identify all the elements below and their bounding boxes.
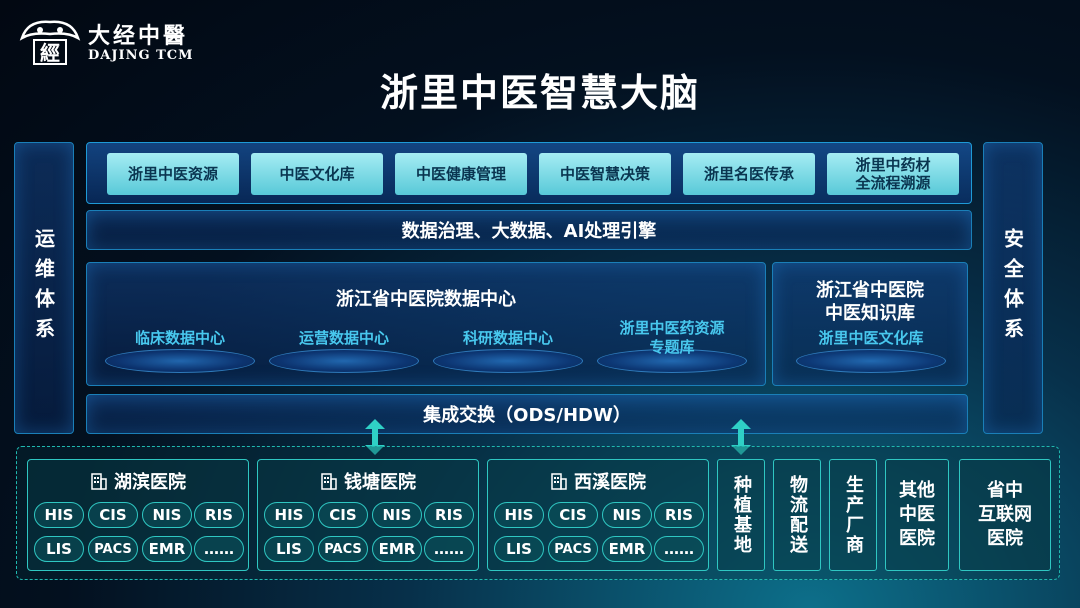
data-center-title: 浙江省中医院数据中心 [336,289,516,310]
system-pill: LIS [494,536,544,562]
hospital-card: 西溪医院 HIS CIS NIS RIS LIS PACS EMR …… [487,459,709,571]
system-pill: LIS [264,536,314,562]
ops-system-label: 运维体系 [31,228,56,348]
hospital-name: 钱塘医院 [344,472,416,493]
data-disc [269,349,419,373]
hospital-card: 钱塘医院 HIS CIS NIS RIS LIS PACS EMR …… [257,459,479,571]
hospital-card: 湖滨医院 HIS CIS NIS RIS LIS PACS EMR …… [27,459,249,571]
security-system-label: 安全体系 [1000,228,1025,348]
system-pill: NIS [372,502,422,528]
data-disc [597,349,747,373]
data-center-item: 临床数据中心 [134,329,225,347]
data-center-item: 运营数据中心 [298,329,389,347]
system-pill: …… [424,536,474,562]
vertical-box-label: 生产厂商 [843,475,864,555]
engine-label: 数据治理、大数据、AI处理引擎 [401,221,657,242]
system-pill: NIS [142,502,192,528]
source-systems-region: 湖滨医院 HIS CIS NIS RIS LIS PACS EMR …… 钱塘医… [16,446,1060,580]
vertical-box-label: 种植基地 [731,475,752,555]
system-pill: CIS [88,502,138,528]
system-pill: PACS [318,536,368,562]
app-box: 中医健康管理 [395,153,527,195]
logo-mark-char: 經 [40,41,60,65]
system-pill: LIS [34,536,84,562]
application-band: 浙里中医资源 中医文化库 中医健康管理 中医智慧决策 浙里名医传承 浙里中药材 … [86,142,972,204]
system-pill: RIS [194,502,244,528]
data-disc [105,349,255,373]
system-pill: CIS [548,502,598,528]
knowledge-base-item: 浙里中医文化库 [818,329,924,347]
integration-exchange-band: 集成交换（ODS/HDW） [86,394,968,434]
system-pill: EMR [372,536,422,562]
logistics-box: 物流配送 [773,459,821,571]
logo-mark-icon: 經 [19,20,81,65]
data-disc [796,349,946,373]
data-center-item: 科研数据中心 [462,329,553,347]
page-title: 浙里中医智慧大脑 [379,71,700,115]
system-pill: EMR [142,536,192,562]
app-box: 浙里中医资源 [107,153,239,195]
system-pill: …… [194,536,244,562]
system-pill: PACS [88,536,138,562]
logo-cn-text: 大经中醫 [88,23,189,49]
system-pill: RIS [654,502,704,528]
app-box: 中医文化库 [251,153,383,195]
knowledge-base-panel: 浙江省中医院 中医知识库 浙里中医文化库 [772,262,968,386]
system-pill: RIS [424,502,474,528]
system-pill: HIS [34,502,84,528]
vertical-box-label: 物流配送 [787,475,808,555]
planting-base-box: 种植基地 [717,459,765,571]
manufacturer-box: 生产厂商 [829,459,877,571]
building-icon [321,473,337,490]
knowledge-base-title: 浙江省中医院 中医知识库 [816,280,924,324]
internet-hospital-box: 省中 互联网 医院 [959,459,1051,571]
app-box: 浙里名医传承 [683,153,815,195]
integration-exchange-label: 集成交换（ODS/HDW） [423,405,631,426]
data-disc [433,349,583,373]
other-tcm-hospitals-box: 其他 中医 医院 [885,459,949,571]
app-box: 中医智慧决策 [539,153,671,195]
system-pill: NIS [602,502,652,528]
system-pill: …… [654,536,704,562]
logo-en-text: DAJING TCM [88,48,194,63]
hospital-name: 西溪医院 [574,472,646,493]
building-icon [91,473,107,490]
system-pill: EMR [602,536,652,562]
system-pill: PACS [548,536,598,562]
system-pill: CIS [318,502,368,528]
security-system-pillar: 安全体系 [983,142,1043,434]
data-center-item: 浙里中医药资源 专题库 [619,319,725,356]
hospital-name: 湖滨医院 [114,472,186,493]
app-box: 浙里中药材 全流程溯源 [827,153,959,195]
system-pill: HIS [494,502,544,528]
brand-logo: 經 大经中醫 DAJING TCM [18,14,218,70]
data-center-panel: 浙江省中医院数据中心 临床数据中心 运营数据中心 科研数据中心 浙里中医药资源 … [86,262,766,386]
engine-band: 数据治理、大数据、AI处理引擎 [86,210,972,250]
system-pill: HIS [264,502,314,528]
ops-system-pillar: 运维体系 [14,142,74,434]
building-icon [551,473,567,490]
